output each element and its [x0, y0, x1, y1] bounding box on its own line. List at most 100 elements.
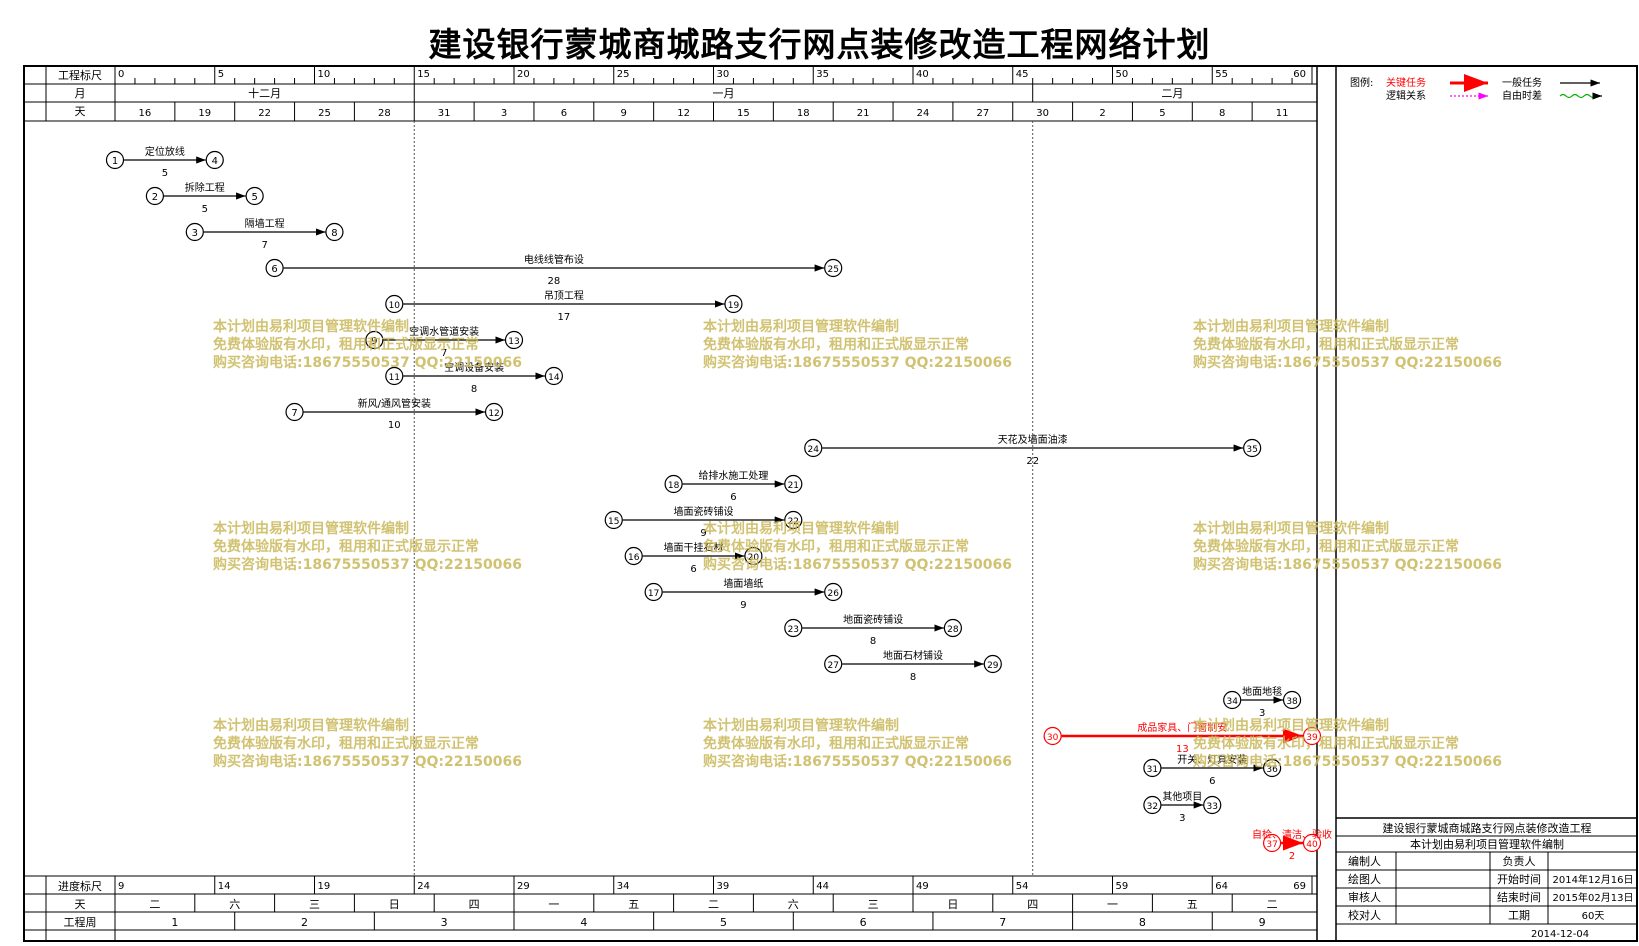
watermark-line: 免费体验版有水印，租用和正式版显示正常 [213, 539, 479, 555]
progress-tick-label: 19 [318, 881, 331, 892]
start-node [624, 546, 643, 566]
progress-tick-label: 44 [816, 881, 829, 892]
scale-tick-label: 45 [1016, 69, 1029, 80]
node-number: 32 [1147, 802, 1158, 812]
node-number: 16 [628, 553, 640, 563]
weekday-name: 六 [788, 898, 799, 911]
start-node [365, 330, 384, 350]
weekday-name: 一 [1107, 898, 1118, 911]
day-number: 28 [378, 108, 391, 119]
day-number: 27 [976, 108, 989, 119]
watermark-line: 本计划由易利项目管理软件编制 [1193, 521, 1389, 537]
node-number: 17 [648, 589, 659, 599]
task-duration: 6 [730, 492, 736, 503]
task-duration: 7 [441, 348, 447, 359]
titleblock-value: 2015年02月13日 [1553, 891, 1634, 904]
end-node [824, 582, 843, 602]
titleblock-value: 2014年12月16日 [1553, 873, 1634, 886]
scale-tick-label: 60 [1293, 69, 1306, 80]
task-name: 空调设备安装 [444, 361, 504, 374]
progress-tick-label: 29 [517, 881, 530, 892]
node-number: 3 [192, 228, 198, 239]
weekday-name: 三 [309, 898, 320, 911]
node-number: 21 [788, 481, 799, 491]
day-number: 18 [797, 108, 810, 119]
start-node [604, 510, 623, 530]
weekday-name: 日 [389, 898, 400, 911]
day-number: 12 [677, 108, 690, 119]
titleblock-key: 负责人 [1503, 854, 1536, 868]
node-number: 1 [112, 156, 118, 167]
titleblock-software: 本计划由易利项目管理软件编制 [1410, 837, 1564, 851]
watermark: 本计划由易利项目管理软件编制免费体验版有水印，租用和正式版显示正常购买咨询电话:… [703, 520, 1012, 574]
watermark-line: 本计划由易利项目管理软件编制 [213, 319, 409, 335]
scale-tick-label: 0 [118, 69, 124, 80]
titleblock-key: 校对人 [1348, 908, 1381, 922]
weekday-name: 二 [708, 898, 719, 911]
task-name: 地面瓷砖铺设 [843, 613, 903, 626]
node-number: 22 [788, 517, 799, 527]
scale-tick-label: 55 [1215, 69, 1228, 80]
node-number: 12 [488, 409, 499, 419]
node-number: 14 [548, 373, 560, 383]
watermark-line: 本计划由易利项目管理软件编制 [1193, 718, 1389, 734]
watermark: 本计划由易利项目管理软件编制免费体验版有水印，租用和正式版显示正常购买咨询电话:… [213, 318, 522, 372]
start-node [105, 150, 125, 170]
month-name: 二月 [1161, 87, 1183, 100]
node-number: 5 [251, 192, 257, 203]
progress-tick-label: 54 [1016, 881, 1029, 892]
day-number: 21 [857, 108, 870, 119]
watermark-line: 本计划由易利项目管理软件编制 [703, 718, 899, 734]
scale-tick-label: 10 [318, 69, 331, 80]
end-node [504, 330, 524, 350]
start-node [644, 582, 663, 602]
task-name: 自检、清洁、验收 [1252, 828, 1332, 841]
day-number: 30 [1036, 108, 1049, 119]
month-name: 十二月 [248, 86, 281, 100]
watermark-line: 免费体验版有水印，租用和正式版显示正常 [213, 337, 479, 353]
progress-tick-label: 64 [1215, 881, 1228, 892]
day-number: 22 [258, 108, 271, 119]
day-number: 15 [737, 108, 750, 119]
month-name: 一月 [712, 87, 734, 100]
scale-tick-label: 30 [717, 69, 730, 80]
node-number: 36 [1266, 765, 1278, 775]
end-node [544, 366, 564, 386]
task-name: 吊顶工程 [544, 290, 584, 302]
task-name: 电线线管布设 [524, 253, 584, 266]
node-number: 39 [1306, 733, 1318, 743]
watermark-line: 免费体验版有水印，租用和正式版显示正常 [1193, 337, 1459, 353]
end-node [1302, 833, 1322, 853]
node-number: 29 [987, 661, 999, 671]
node-number: 24 [808, 445, 820, 455]
watermark-line: 免费体验版有水印，租用和正式版显示正常 [703, 337, 969, 353]
progress-tick-label: 69 [1293, 881, 1306, 892]
node-number: 26 [827, 589, 839, 599]
task-name: 空调水管道安装 [409, 325, 479, 338]
watermark-line: 免费体验版有水印，租用和正式版显示正常 [213, 736, 479, 752]
task-duration: 5 [162, 168, 168, 179]
task-duration: 6 [1209, 776, 1215, 787]
task-duration: 13 [1176, 744, 1189, 755]
titleblock-value: 60天 [1582, 911, 1605, 922]
node-number: 6 [271, 264, 277, 275]
task-name: 新风/通风管安装 [358, 397, 431, 410]
node-number: 8 [331, 228, 337, 239]
task-duration: 3 [1179, 813, 1185, 824]
weekday-name: 四 [1027, 898, 1038, 911]
page-title: 建设银行蒙城商城路支行网点装修改造工程网络计划 [428, 25, 1211, 64]
progress-tick-label: 39 [717, 881, 730, 892]
node-number: 10 [389, 301, 401, 311]
legend-normal-label: 一般任务 [1502, 76, 1542, 89]
progress-tick-label: 49 [916, 881, 929, 892]
